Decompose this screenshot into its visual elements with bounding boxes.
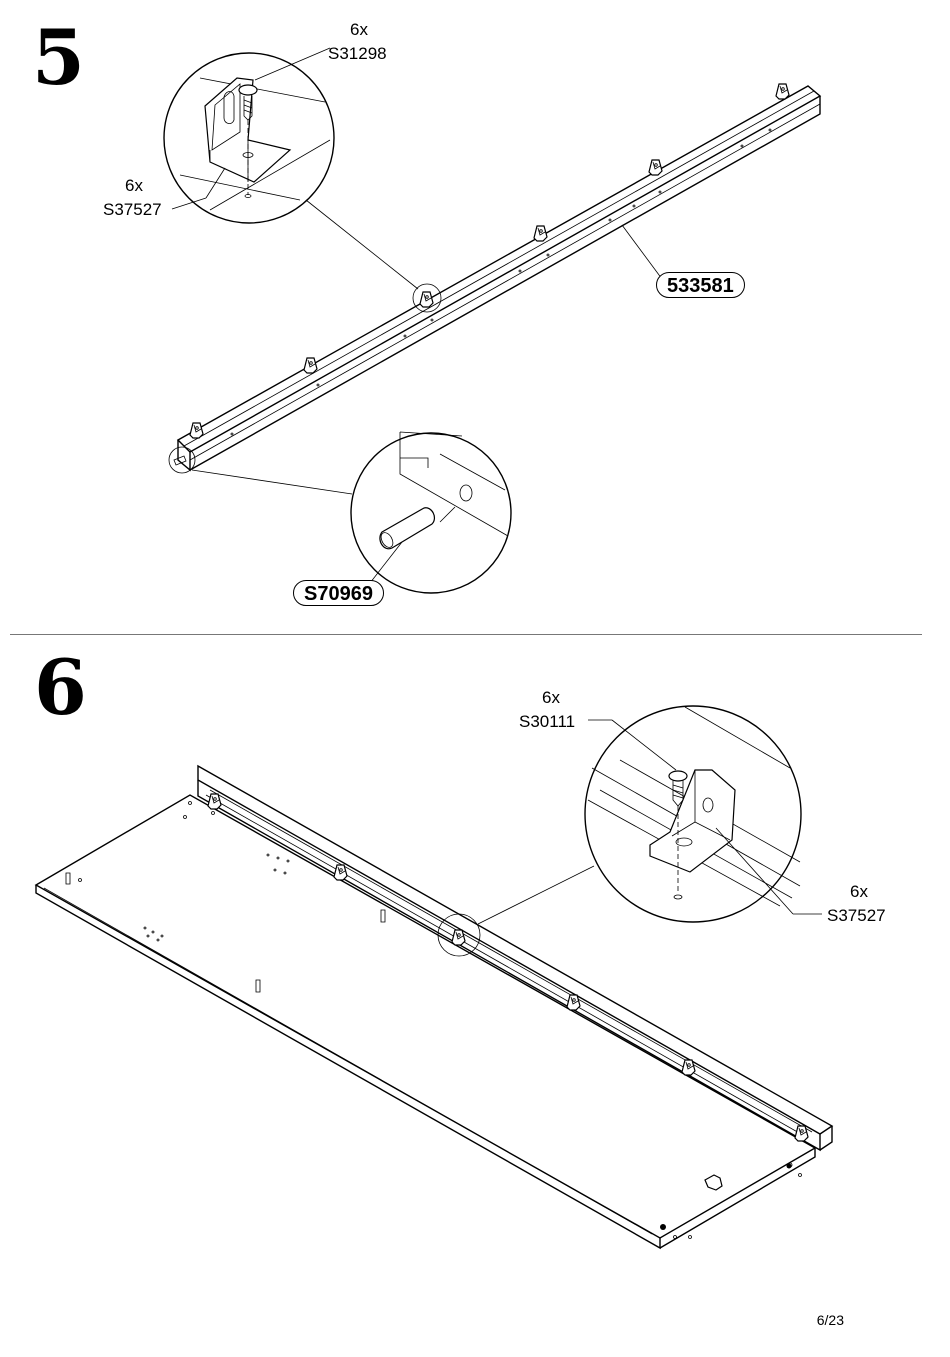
step5-brackets bbox=[189, 83, 790, 439]
bracket-part-code: S37527 bbox=[103, 200, 162, 219]
step-number-5: 5 bbox=[32, 13, 85, 102]
page-number: 6/23 bbox=[816, 1312, 844, 1328]
step5-detail-bracket bbox=[163, 47, 419, 290]
bracket-part-code: S37527 bbox=[827, 906, 886, 925]
screw-qty-label: 6x bbox=[542, 688, 560, 707]
screw-part-code: S31298 bbox=[328, 44, 387, 63]
bracket-qty-label: 6x bbox=[850, 882, 868, 901]
step6-detail-bracket bbox=[477, 705, 822, 925]
step5-detail-dowel bbox=[191, 431, 512, 594]
screw-qty-label: 6x bbox=[350, 20, 368, 39]
step-divider bbox=[10, 634, 922, 635]
step6-panel bbox=[34, 794, 817, 1250]
rail-part-code: 533581 bbox=[656, 272, 745, 298]
dowel-part-code: S70969 bbox=[293, 580, 384, 606]
step6-dowels bbox=[65, 872, 386, 993]
step6-rail bbox=[197, 764, 834, 1152]
step-number-6: 6 bbox=[34, 643, 87, 732]
screw-part-code: S30111 bbox=[519, 712, 576, 731]
bracket-qty-label: 6x bbox=[125, 176, 143, 195]
